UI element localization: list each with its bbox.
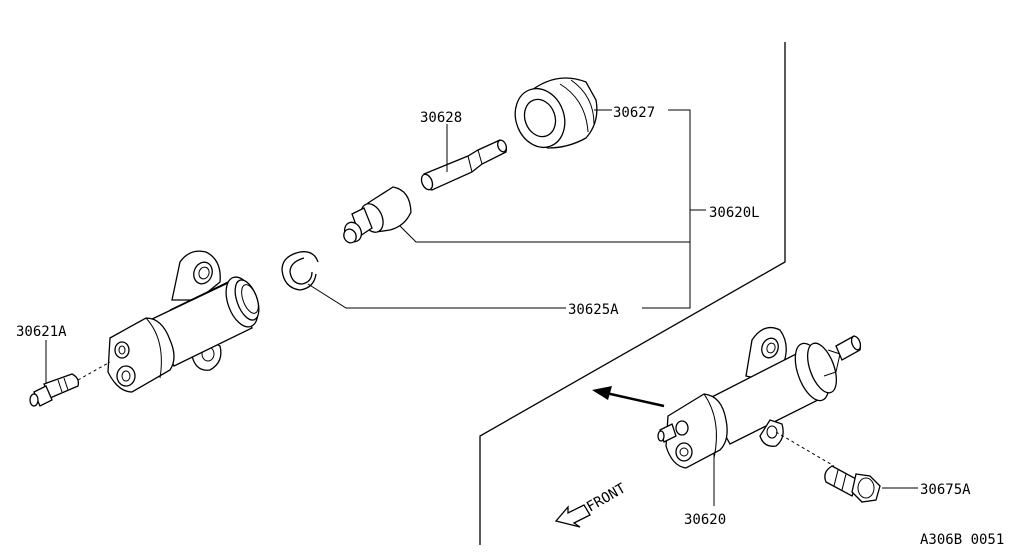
front-indicator: FRONT: [554, 480, 629, 528]
bleeder-screw-part: [29, 361, 111, 407]
part-label-30620: 30620: [684, 512, 726, 528]
reference-code: A306B 0051: [920, 532, 1004, 548]
mounting-bolt-part: [775, 431, 881, 503]
release-cylinder-exploded: [107, 250, 260, 393]
piston-part: [343, 186, 412, 244]
part-label-30620L: 30620L: [709, 205, 760, 221]
part-label-30621A: 30621A: [16, 324, 67, 340]
part-label-30675A: 30675A: [920, 482, 971, 498]
part-label-30627: 30627: [613, 105, 655, 121]
push-rod-part: [420, 139, 508, 191]
release-cylinder-assembled: [657, 326, 862, 469]
part-label-30628: 30628: [420, 110, 462, 126]
part-label-30625A: 30625A: [568, 302, 619, 318]
front-label: FRONT: [584, 480, 629, 515]
leader-lines: [45, 109, 918, 506]
assembly-direction-arrow: [592, 386, 665, 408]
snap-ring-part: [281, 251, 319, 291]
section-divider: [479, 42, 786, 545]
dust-boot-part: [514, 77, 598, 149]
